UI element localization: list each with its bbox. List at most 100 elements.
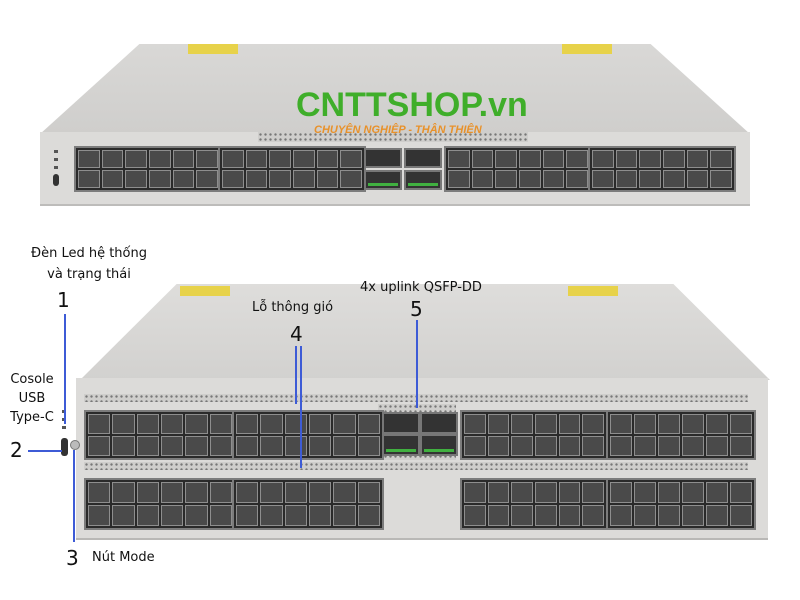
sfp-port — [710, 150, 732, 168]
sfp-port — [542, 170, 565, 188]
sfp-port — [209, 482, 232, 503]
sfp-port — [634, 414, 656, 434]
sfp-port — [333, 482, 356, 503]
sfp-port — [236, 482, 259, 503]
sfp-port — [196, 150, 218, 168]
sfp-port — [487, 505, 510, 526]
sfp-port — [487, 414, 510, 434]
sfp-port-block — [74, 146, 222, 192]
callout-label-led: Đèn Led hệ thống và trạng thái — [31, 246, 147, 282]
logo-main-text: CNTTSHOP.vn — [296, 86, 528, 124]
sfp-port — [333, 505, 356, 526]
sfp-port-block — [460, 410, 608, 460]
sfp-port — [112, 482, 135, 503]
sfp-port-block — [588, 146, 736, 192]
sfp-port — [172, 150, 195, 168]
sfp-port — [730, 414, 752, 434]
sfp-port — [125, 170, 147, 188]
vent-grille — [258, 132, 528, 142]
callout-number-1: 1 — [57, 288, 70, 312]
sfp-port — [542, 150, 565, 168]
sfp-port — [464, 505, 486, 526]
sfp-port — [682, 482, 704, 503]
sfp-port — [209, 436, 232, 456]
sfp-port — [88, 482, 111, 503]
sfp-port — [566, 170, 588, 188]
sfp-port — [448, 170, 470, 188]
sfp-port — [236, 436, 259, 456]
sfp-port — [582, 505, 604, 526]
yellow-label — [562, 44, 612, 54]
sfp-port — [340, 150, 362, 168]
yellow-label — [568, 286, 618, 296]
sfp-port — [172, 170, 195, 188]
sfp-port — [236, 505, 259, 526]
sfp-port-block — [460, 478, 608, 530]
sfp-port-block — [444, 146, 592, 192]
sfp-port — [534, 414, 557, 434]
sfp-port — [357, 414, 380, 434]
sfp-port — [185, 414, 208, 434]
sfp-port — [495, 170, 517, 188]
yellow-label — [180, 286, 230, 296]
sfp-port — [658, 505, 680, 526]
sfp-port — [634, 505, 656, 526]
sfp-port — [284, 414, 307, 434]
sfp-port — [340, 170, 362, 188]
sfp-port — [511, 414, 533, 434]
sfp-port — [615, 150, 638, 168]
qsfp-port — [382, 412, 420, 434]
sfp-port — [558, 482, 581, 503]
sfp-port — [260, 436, 283, 456]
sfp-port — [566, 150, 588, 168]
callout-line-1 — [64, 314, 66, 424]
sfp-port — [112, 414, 135, 434]
callout-line-3 — [73, 450, 75, 542]
sfp-port — [518, 170, 541, 188]
status-led — [54, 158, 58, 161]
sfp-port — [686, 170, 709, 188]
cnttshop-logo: CNTTSHOP.vn CHUYÊN NGHIỆP - THÂN THIỆN — [296, 88, 528, 136]
sfp-port — [634, 436, 656, 456]
sfp-port — [464, 482, 486, 503]
usb-console-port — [61, 438, 68, 456]
callout-line-5 — [416, 320, 418, 408]
sfp-port — [269, 170, 291, 188]
callout-number-3: 3 — [66, 546, 79, 570]
sfp-port — [292, 170, 315, 188]
sfp-port — [558, 505, 581, 526]
sfp-port — [706, 436, 728, 456]
sfp-port — [610, 436, 632, 456]
qsfp-port — [404, 148, 442, 168]
sfp-port — [209, 505, 232, 526]
sfp-port — [610, 414, 632, 434]
status-led — [62, 426, 66, 429]
sfp-port — [112, 505, 135, 526]
sfp-port — [260, 505, 283, 526]
sfp-port — [292, 150, 315, 168]
sfp-port — [112, 436, 135, 456]
qsfp-port — [420, 412, 458, 434]
sfp-port — [185, 505, 208, 526]
sfp-port-block — [218, 146, 366, 192]
sfp-port — [357, 436, 380, 456]
sfp-port — [161, 482, 184, 503]
sfp-port — [333, 436, 356, 456]
sfp-port — [658, 414, 680, 434]
sfp-port — [592, 150, 614, 168]
sfp-port — [148, 150, 171, 168]
sfp-port — [148, 170, 171, 188]
qsfp-port — [420, 434, 458, 456]
qsfp-port — [364, 148, 402, 168]
callout-number-4: 4 — [290, 322, 303, 346]
sfp-port-block — [606, 478, 756, 530]
sfp-port — [511, 505, 533, 526]
callout-number-2: 2 — [10, 438, 23, 462]
sfp-port — [495, 150, 517, 168]
sfp-port-block — [84, 410, 236, 460]
sfp-port — [284, 436, 307, 456]
usb-console-port — [53, 174, 59, 186]
callout-label-mode: Nút Mode — [92, 550, 155, 565]
sfp-port-block — [232, 410, 384, 460]
sfp-port — [236, 414, 259, 434]
